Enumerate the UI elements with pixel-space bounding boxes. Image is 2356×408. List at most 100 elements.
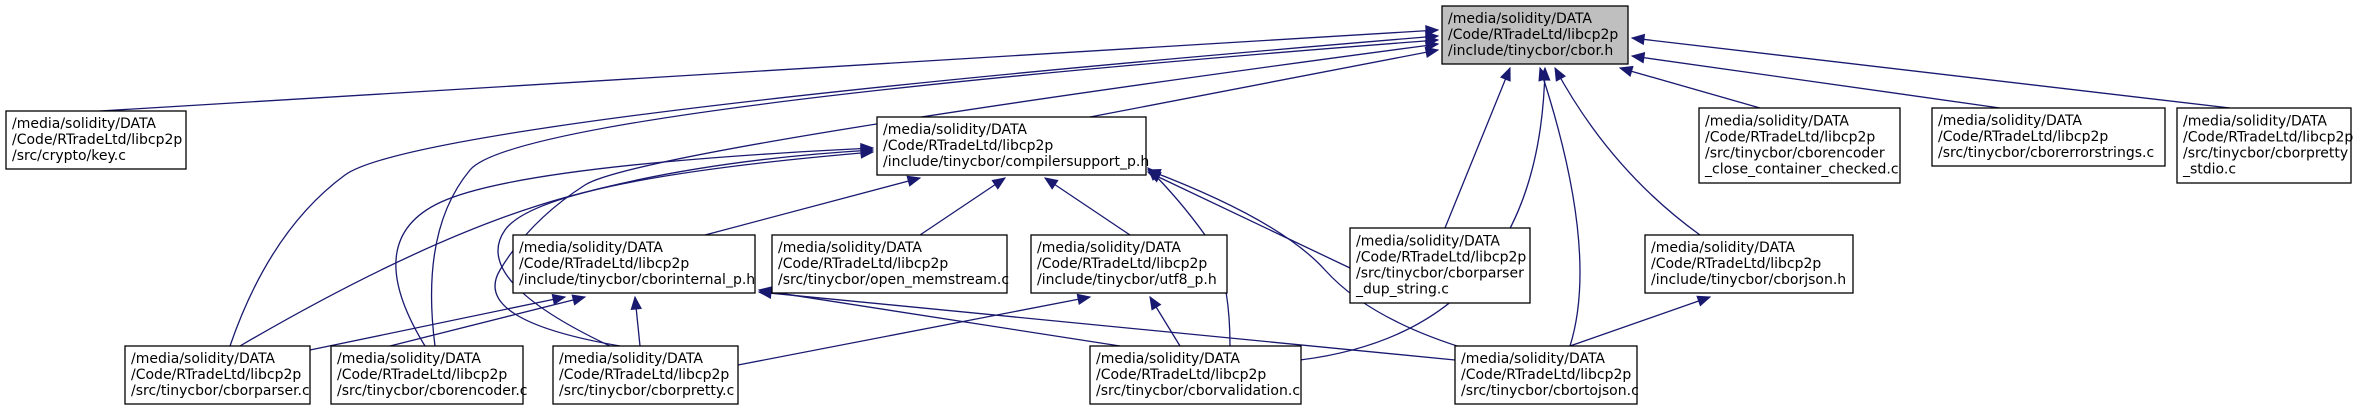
node-cbor_h[interactable]: /media/solidity/DATA/Code/RTradeLtd/libc… [1441,5,1629,65]
node-cborerrorstrings_c[interactable]: /media/solidity/DATA/Code/RTradeLtd/libc… [1931,107,2166,167]
node-box [1698,107,1901,184]
node-cbortojson_c[interactable]: /media/solidity/DATA/Code/RTradeLtd/libc… [1454,345,1639,405]
edge-line [704,177,921,236]
node-label-line: /media/solidity/DATA [131,351,275,367]
edge-cbortojson_c-to-compilersupport_p_h [1146,169,1471,351]
node-box [552,345,739,405]
edge-line [737,296,1091,366]
node-label-line: /media/solidity/DATA [1037,240,1181,256]
edge-arrowhead [571,294,587,306]
edge-arrowhead [860,147,875,159]
node-label-line: /include/tinycbor/utf8_p.h [1037,272,1217,288]
node-label-line: /src/tinycbor/open_memstream.c [778,272,1009,288]
node-label-line: /Code/RTradeLtd/libcp2p [778,256,948,272]
node-label-line: /media/solidity/DATA [1938,113,2082,129]
node-label-line: /src/tinycbor/cborpretty [2183,146,2348,162]
node-label-line: /Code/RTradeLtd/libcp2p [2183,130,2353,146]
edge-line [229,35,1439,347]
node-label-line: /media/solidity/DATA [1705,114,1849,130]
node-cborinternal_p_h[interactable]: /media/solidity/DATA/Code/RTradeLtd/libc… [512,234,756,294]
edge-arrowhead [1499,66,1511,82]
edge-cbortojson_c-to-cbor_h [1538,66,1581,347]
node-box [1931,107,2166,167]
edge-arrowhead [1043,177,1059,190]
edge-arrowhead [1146,169,1162,180]
edge-arrowhead [757,287,773,299]
node-label-line: /Code/RTradeLtd/libcp2p [1651,256,1821,272]
edge-arrowhead [1696,295,1712,307]
node-label-line: /src/tinycbor/cborerrorstrings.c [1938,145,2154,161]
node-compilersupport_p_h[interactable]: /media/solidity/DATA/Code/RTradeLtd/libc… [876,116,1149,176]
node-label-line: /Code/RTradeLtd/libcp2p [131,367,301,383]
edge-arrowhead [1630,52,1646,64]
node-label-line: /Code/RTradeLtd/libcp2p [1938,129,2108,145]
edge-key_c-to-cbor_h [99,24,1440,112]
edge-line [497,151,874,347]
node-label-line: /media/solidity/DATA [1096,351,1240,367]
edge-arrowhead [1554,66,1566,82]
edge-arrowhead [906,175,922,187]
node-label-line: /include/tinycbor/compilersupport_p.h [883,154,1149,170]
edge-line [1299,67,1546,361]
node-box [124,345,311,405]
edge-line [1631,37,2231,109]
node-label-line: /src/tinycbor/cborparser.c [131,383,310,399]
node-cborencoder_c[interactable]: /media/solidity/DATA/Code/RTradeLtd/libc… [330,345,528,405]
node-cborpretty_c[interactable]: /media/solidity/DATA/Code/RTradeLtd/libc… [552,345,739,405]
node-label-line: /media/solidity/DATA [337,351,481,367]
edge-cborpretty_stdio_c-to-cbor_h [1630,33,2231,109]
edge-line [494,43,1439,347]
node-label-line: /media/solidity/DATA [883,122,1027,138]
edge-arrowhead [1076,293,1092,306]
node-label-line: /include/tinycbor/cborjson.h [1651,272,1846,288]
node-cborparser_dup_string_c[interactable]: /media/solidity/DATA/Code/RTradeLtd/libc… [1349,227,1531,304]
node-cborparser_c[interactable]: /media/solidity/DATA/Code/RTradeLtd/libc… [124,345,311,405]
edge-line [309,296,566,351]
node-label-line: /Code/RTradeLtd/libcp2p [559,367,729,383]
edge-arrowhead [630,295,642,311]
edge-arrowhead [1618,65,1634,77]
node-cborjson_h[interactable]: /media/solidity/DATA/Code/RTradeLtd/libc… [1644,234,1854,294]
node-label-line: /src/tinycbor/cbortojson.c [1461,383,1639,399]
node-box [5,110,187,170]
edge-arrowhead [1424,39,1440,52]
node-label-line: /media/solidity/DATA [2183,114,2327,130]
edge-cborpretty_c-to-cbor_h [494,39,1440,347]
node-key_c[interactable]: /media/solidity/DATA/Code/RTradeLtd/libc… [5,110,187,170]
node-label-line: /Code/RTradeLtd/libcp2p [519,256,689,272]
node-label-line: /Code/RTradeLtd/libcp2p [337,367,507,383]
node-label-line: /media/solidity/DATA [1448,11,1592,27]
edge-arrowhead [1149,295,1162,311]
edge-line [1569,296,1711,347]
node-label-line: /Code/RTradeLtd/libcp2p [883,138,1053,154]
node-label-line: /media/solidity/DATA [12,116,156,132]
edge-line [1044,177,1131,236]
node-utf8_p_h[interactable]: /media/solidity/DATA/Code/RTradeLtd/libc… [1030,234,1228,294]
edge-cborinternal_p_h-to-compilersupport_p_h [704,175,922,236]
node-label-line: /src/tinycbor/cborvalidation.c [1096,383,1300,399]
edge-line [99,29,1439,112]
node-label-line: /src/tinycbor/cborencoder.c [337,383,528,399]
edge-line [1631,55,2001,109]
node-box [1454,345,1638,405]
edge-cborencoder_c-to-cborinternal_p_h [389,294,587,347]
node-label-line: /Code/RTradeLtd/libcp2p [12,132,182,148]
node-open_memstream_c[interactable]: /media/solidity/DATA/Code/RTradeLtd/libc… [771,234,1009,294]
node-label-line: /Code/RTradeLtd/libcp2p [1037,256,1207,272]
node-label-line: /media/solidity/DATA [559,351,703,367]
node-cborencoder_close_container_checked_c[interactable]: /media/solidity/DATA/Code/RTradeLtd/libc… [1698,107,1901,184]
node-label-line: /media/solidity/DATA [1356,234,1500,250]
edge-cbortojson_c-to-cborinternal_p_h [757,287,1456,361]
edge-line [1444,67,1511,229]
edge-cborparser_dup_string_c-to-cbor_h [1444,66,1511,229]
edge-line [1554,67,1701,236]
node-cborvalidation_c[interactable]: /media/solidity/DATA/Code/RTradeLtd/libc… [1089,345,1302,405]
node-box [512,234,756,294]
edge-arrowhead [1538,66,1550,82]
node-cborpretty_stdio_c[interactable]: /media/solidity/DATA/Code/RTradeLtd/libc… [2176,107,2353,184]
node-box [330,345,524,405]
edge-cborpretty_c-to-utf8_p_h [737,293,1092,366]
node-label-line: /Code/RTradeLtd/libcp2p [1461,367,1631,383]
node-box [2176,107,2352,184]
